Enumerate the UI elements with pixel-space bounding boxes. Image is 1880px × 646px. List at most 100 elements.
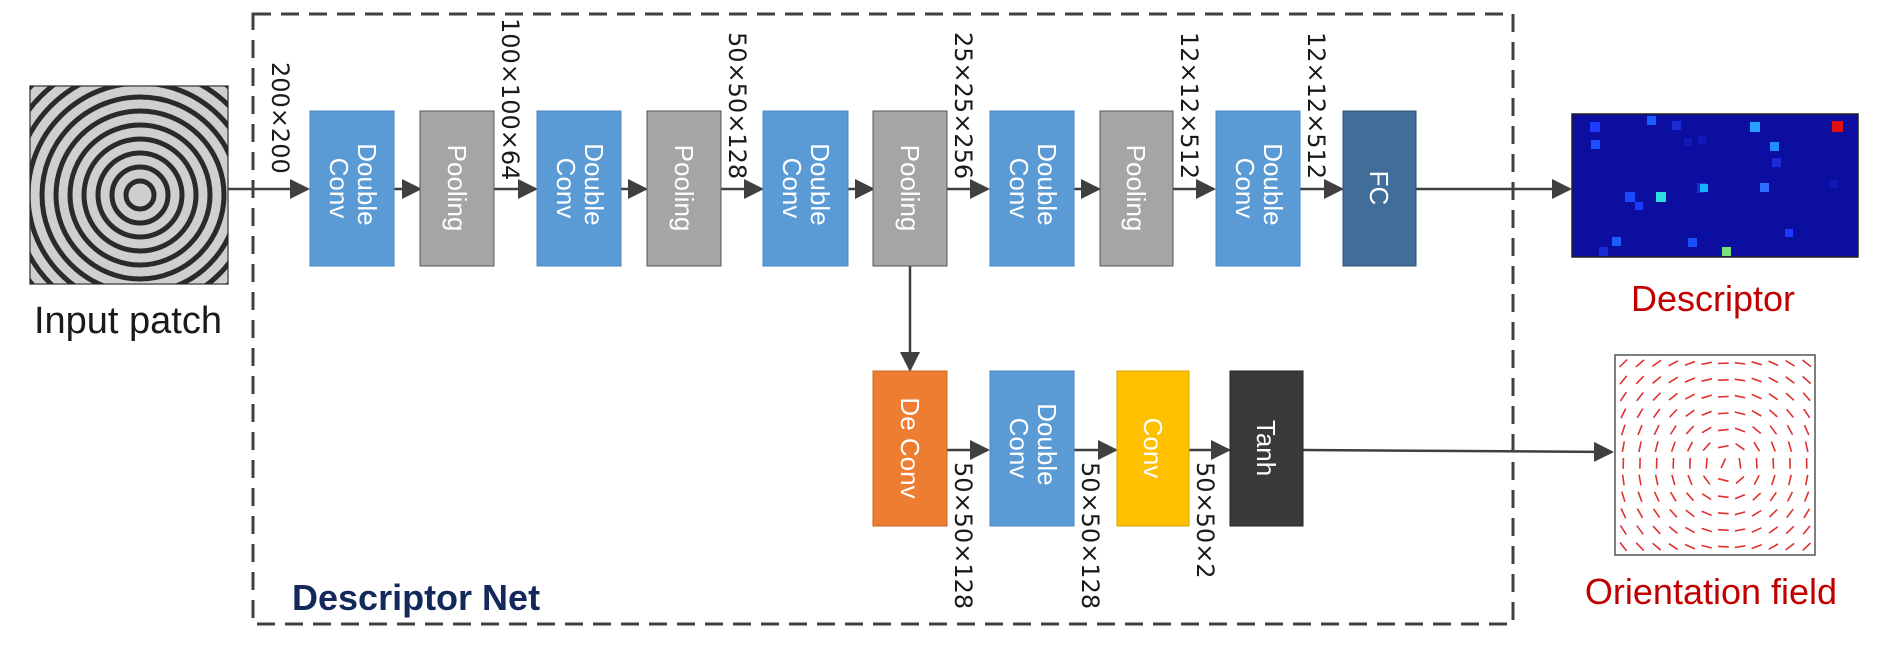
orientation-segment <box>1652 375 1662 385</box>
orientation-segment <box>1802 375 1812 385</box>
dim-label-pool3: 25×25×256 <box>949 32 977 179</box>
orientation-segment <box>1684 393 1696 400</box>
orientation-segment <box>1751 393 1762 400</box>
orientation-segment <box>1751 361 1763 366</box>
orientation-segment <box>1734 511 1746 516</box>
orientation-segment <box>1788 474 1792 486</box>
block-9-line-2: Conv <box>1230 158 1260 219</box>
orientation-segment <box>1652 508 1661 519</box>
orientation-segment <box>1668 376 1679 384</box>
pooling-block-3: Pooling <box>872 110 948 267</box>
block-1-line-1: Double <box>352 143 382 225</box>
orientation-segment <box>1668 360 1679 367</box>
orientation-segment <box>1734 394 1746 399</box>
orientation-segment <box>1785 392 1795 401</box>
orientation-segment <box>1768 526 1779 534</box>
orientation-segment <box>1755 457 1758 469</box>
orientation-segment <box>1717 395 1729 398</box>
orientation-segment <box>1636 525 1644 535</box>
orientation-segment <box>1786 508 1794 519</box>
orientation-segment <box>1802 525 1811 535</box>
block-5-line-2: Conv <box>777 158 807 219</box>
orientation-segment <box>1802 359 1812 368</box>
block-3-line-1: Double <box>579 143 609 225</box>
orientation-field-image <box>1614 354 1816 556</box>
orientation-segment <box>1669 491 1677 502</box>
orientation-segment <box>1803 424 1810 436</box>
orientation-segment <box>1668 525 1678 535</box>
svg-text:Double Conv: Double Conv <box>1004 403 1062 493</box>
orientation-segment <box>1671 474 1676 486</box>
orientation-segment <box>1802 392 1811 402</box>
orientation-segment <box>1669 408 1678 418</box>
dim-label-pool1: 100×100×64 <box>496 18 524 180</box>
descriptor-heatmap <box>1571 113 1859 258</box>
dim-label-deconv: 50×50×128 <box>949 462 977 609</box>
orientation-segment <box>1619 542 1628 552</box>
orientation-segment <box>1619 358 1628 368</box>
top-row-arrows <box>228 179 1572 372</box>
descriptor-net-label: Descriptor Net <box>292 577 540 618</box>
orientation-segment <box>1768 509 1778 518</box>
orientation-segment <box>1735 475 1745 485</box>
orientation-segment <box>1620 424 1626 436</box>
orientation-segment <box>1637 491 1643 502</box>
orientation-segment <box>1786 491 1794 502</box>
orientation-segment <box>1619 375 1628 385</box>
orientation-segment <box>1651 359 1662 368</box>
orientation-segment <box>1751 377 1762 383</box>
orientation-segment <box>1620 408 1627 419</box>
svg-text:Pooling: Pooling <box>1121 145 1151 232</box>
orientation-segment <box>1635 542 1645 552</box>
orientation-segment <box>1652 542 1662 551</box>
orientation-segment <box>1668 543 1679 551</box>
orientation-segment <box>1701 493 1712 501</box>
orientation-segment <box>1669 425 1677 435</box>
pooling-block-4: Pooling <box>1099 110 1174 267</box>
dim-label-conv5: 12×12×512 <box>1302 32 1330 179</box>
svg-text:Pooling: Pooling <box>442 145 472 232</box>
deconv-block: De Conv <box>872 370 948 527</box>
orientation-segment <box>1717 444 1729 449</box>
svg-text:De Conv: De Conv <box>895 397 925 498</box>
dim-label-dconv: 50×50×128 <box>1076 462 1104 609</box>
orientation-segment <box>1685 409 1695 418</box>
block-12-line-1: Double <box>1032 403 1062 485</box>
orientation-segment <box>1702 475 1711 485</box>
orientation-segment <box>1685 509 1695 518</box>
orientation-segment <box>1701 527 1713 533</box>
input-patch-label: Input patch <box>34 300 222 342</box>
orientation-segment <box>1803 408 1811 419</box>
orientation-segment <box>1653 424 1660 436</box>
fingerprint-image <box>29 85 229 285</box>
orientation-segment <box>1668 392 1678 401</box>
block-7-line-1: Double <box>1032 143 1062 225</box>
pooling-block-1: Pooling <box>419 110 495 267</box>
pooling-block-2: Pooling <box>646 110 722 267</box>
deconv-line-1: De Conv <box>895 397 925 498</box>
orientation-segment <box>1802 542 1812 551</box>
orientation-segment <box>1804 474 1809 486</box>
double-conv-block-3: Double Conv <box>762 110 849 267</box>
double-conv-block-2: Double Conv <box>536 110 622 267</box>
svg-text:Double Conv: Double Conv <box>1230 143 1288 233</box>
orientation-segment <box>1720 458 1727 469</box>
orientation-segment <box>1702 442 1711 452</box>
orientation-segment <box>1717 545 1729 548</box>
orientation-segment <box>1686 441 1694 452</box>
block-7-line-2: Conv <box>1004 158 1034 219</box>
orientation-segment <box>1670 441 1676 452</box>
svg-text:Conv: Conv <box>1138 418 1168 479</box>
orientation-segment <box>1620 508 1627 519</box>
svg-text:Double Conv: Double Conv <box>324 143 382 233</box>
orientation-segment <box>1701 410 1712 417</box>
double-conv-block-5: Double Conv <box>1215 110 1301 267</box>
orientation-segment <box>1803 491 1810 502</box>
orientation-segment <box>1768 409 1778 418</box>
block-8-line-1: Pooling <box>1121 145 1151 232</box>
orientation-segment <box>1705 457 1708 469</box>
orientation-segment <box>1786 424 1794 436</box>
orientation-segment <box>1636 408 1644 419</box>
dim-label-pool2: 50×50×128 <box>723 32 751 179</box>
